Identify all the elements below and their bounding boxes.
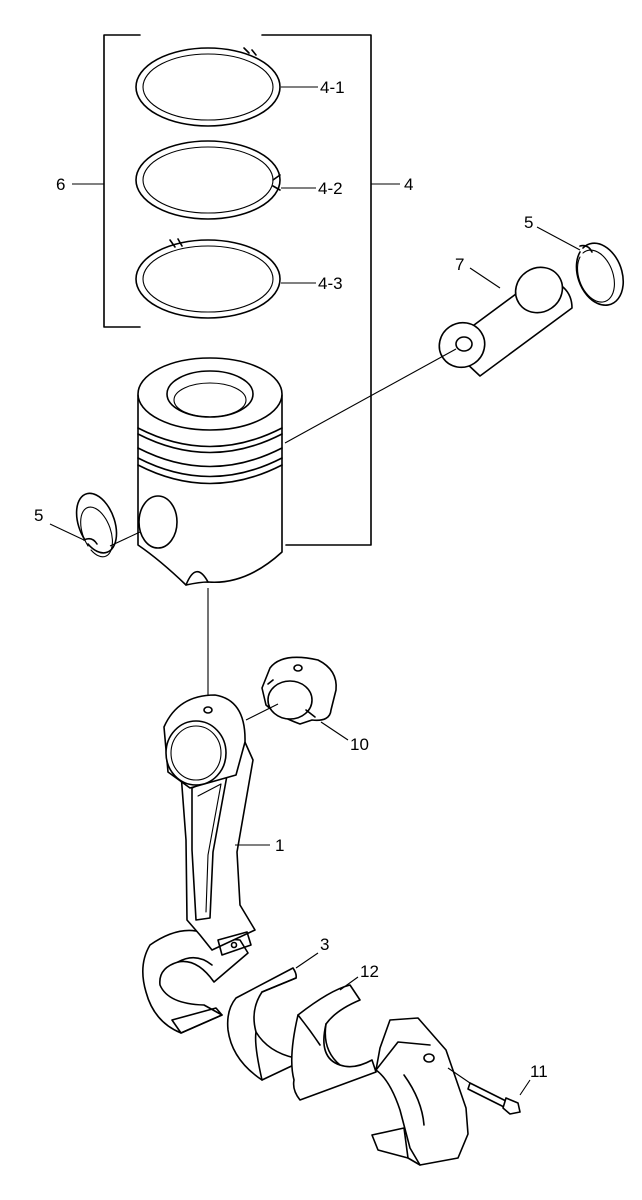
label-snap-ring-left: 5 [34, 506, 43, 525]
label-piston-assembly: 4 [404, 175, 413, 194]
ring-set-bracket [72, 34, 141, 328]
piston-drawing [137, 357, 283, 708]
snap-ring-right-drawing [536, 226, 624, 306]
label-upper-bearing: 3 [320, 935, 329, 954]
oil-ring-drawing [135, 238, 316, 319]
label-lower-bearing: 12 [360, 962, 379, 981]
label-small-end-bushing: 10 [350, 735, 369, 754]
upper-bearing-drawing [226, 952, 319, 1081]
label-piston-pin: 7 [455, 255, 464, 274]
lower-bearing-drawing [290, 976, 377, 1101]
label-second-ring: 4-2 [318, 179, 343, 198]
label-connecting-rod: 1 [275, 836, 284, 855]
connecting-rod-drawing [142, 694, 270, 1034]
rod-cap-drawing [371, 1017, 469, 1166]
piston-assembly-bracket [261, 34, 400, 546]
piston-pin-drawing [284, 266, 573, 444]
label-oil-ring: 4-3 [318, 274, 343, 293]
snap-ring-left-drawing [49, 492, 141, 558]
label-ring-set: 6 [56, 175, 65, 194]
rod-bolt-drawing [447, 1067, 531, 1115]
label-top-ring: 4-1 [320, 78, 345, 97]
label-rod-bolt: 11 [530, 1062, 548, 1081]
small-end-bushing-drawing [245, 656, 349, 741]
label-snap-ring-right: 5 [524, 213, 533, 232]
second-ring-drawing [135, 140, 316, 220]
top-ring-drawing [135, 47, 318, 127]
